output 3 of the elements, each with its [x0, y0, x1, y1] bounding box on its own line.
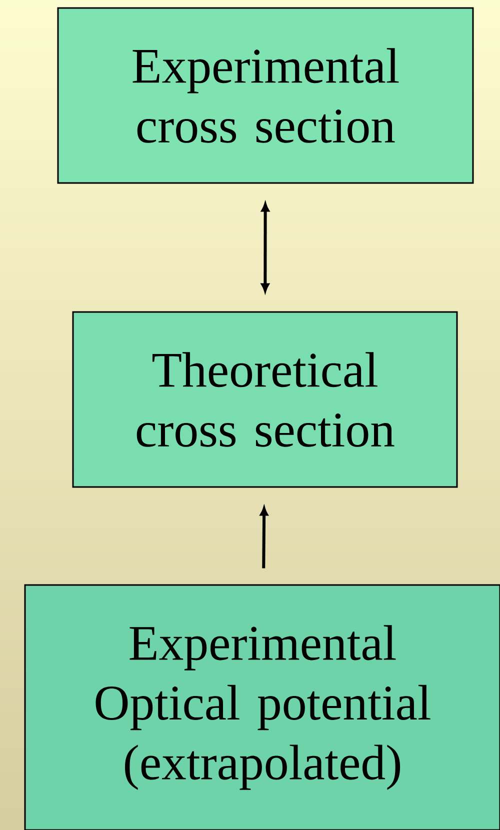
- process-box: Experimental cross section: [57, 7, 474, 184]
- process-box: Theoretical cross section: [72, 311, 458, 488]
- process-box: Experimental Optical potential (extrapolated): [24, 584, 500, 830]
